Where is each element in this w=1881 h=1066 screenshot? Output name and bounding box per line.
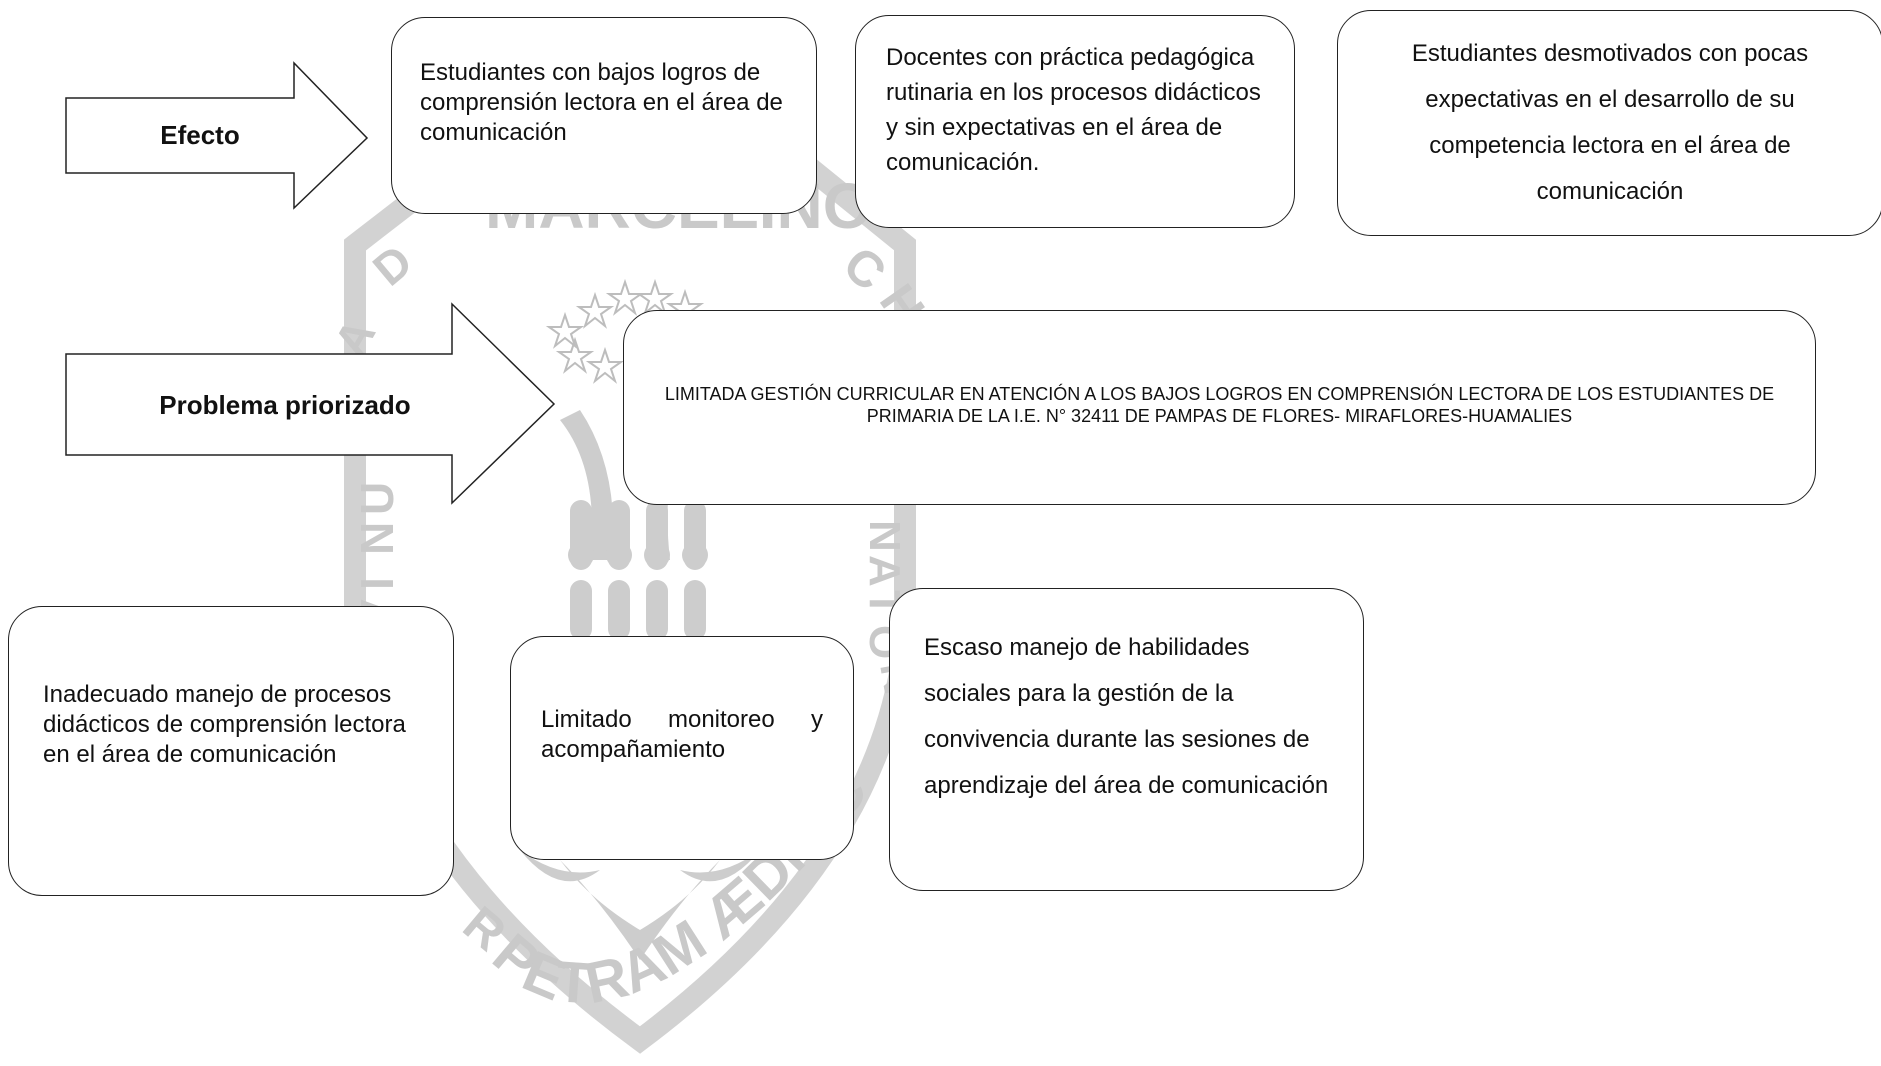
svg-text:N: N (351, 522, 403, 555)
effect-box-3: Estudiantes desmotivados con pocas expec… (1337, 10, 1881, 236)
effect-box-1: Estudiantes con bajos logros de comprens… (391, 17, 817, 214)
cause-text-1: Inadecuado manejo de procesos didácticos… (43, 681, 406, 768)
cause-text-2: Limitado monitoreo y acompañamiento (541, 706, 823, 763)
svg-text:U: U (351, 482, 403, 515)
crest-plant (520, 410, 760, 960)
cause-box-1: Inadecuado manejo de procesos didácticos… (8, 606, 454, 896)
cause-box-2: Limitado monitoreo y acompañamiento (510, 636, 854, 860)
svg-text:N: N (860, 520, 909, 552)
problema-label: Problema priorizado (159, 390, 411, 420)
problem-text: LIMITADA GESTIÓN CURRICULAR EN ATENCIÓN … (664, 384, 1775, 426)
cause-text-3: Escaso manejo de habilidades sociales pa… (924, 634, 1329, 799)
svg-text:A: A (860, 555, 909, 587)
effect-text-1: Estudiantes con bajos logros de comprens… (420, 59, 783, 146)
svg-text:I: I (351, 577, 403, 590)
efecto-arrow (65, 61, 369, 210)
problem-box: LIMITADA GESTIÓN CURRICULAR EN ATENCIÓN … (623, 310, 1816, 505)
problema-arrow (65, 302, 556, 505)
effect-box-2: Docentes con práctica pedagógica rutinar… (855, 15, 1295, 228)
effect-text-2: Docentes con práctica pedagógica rutinar… (886, 44, 1261, 176)
cause-box-3: Escaso manejo de habilidades sociales pa… (889, 588, 1364, 891)
efecto-label: Efecto (160, 120, 240, 150)
effect-text-3: Estudiantes desmotivados con pocas expec… (1411, 40, 1809, 205)
